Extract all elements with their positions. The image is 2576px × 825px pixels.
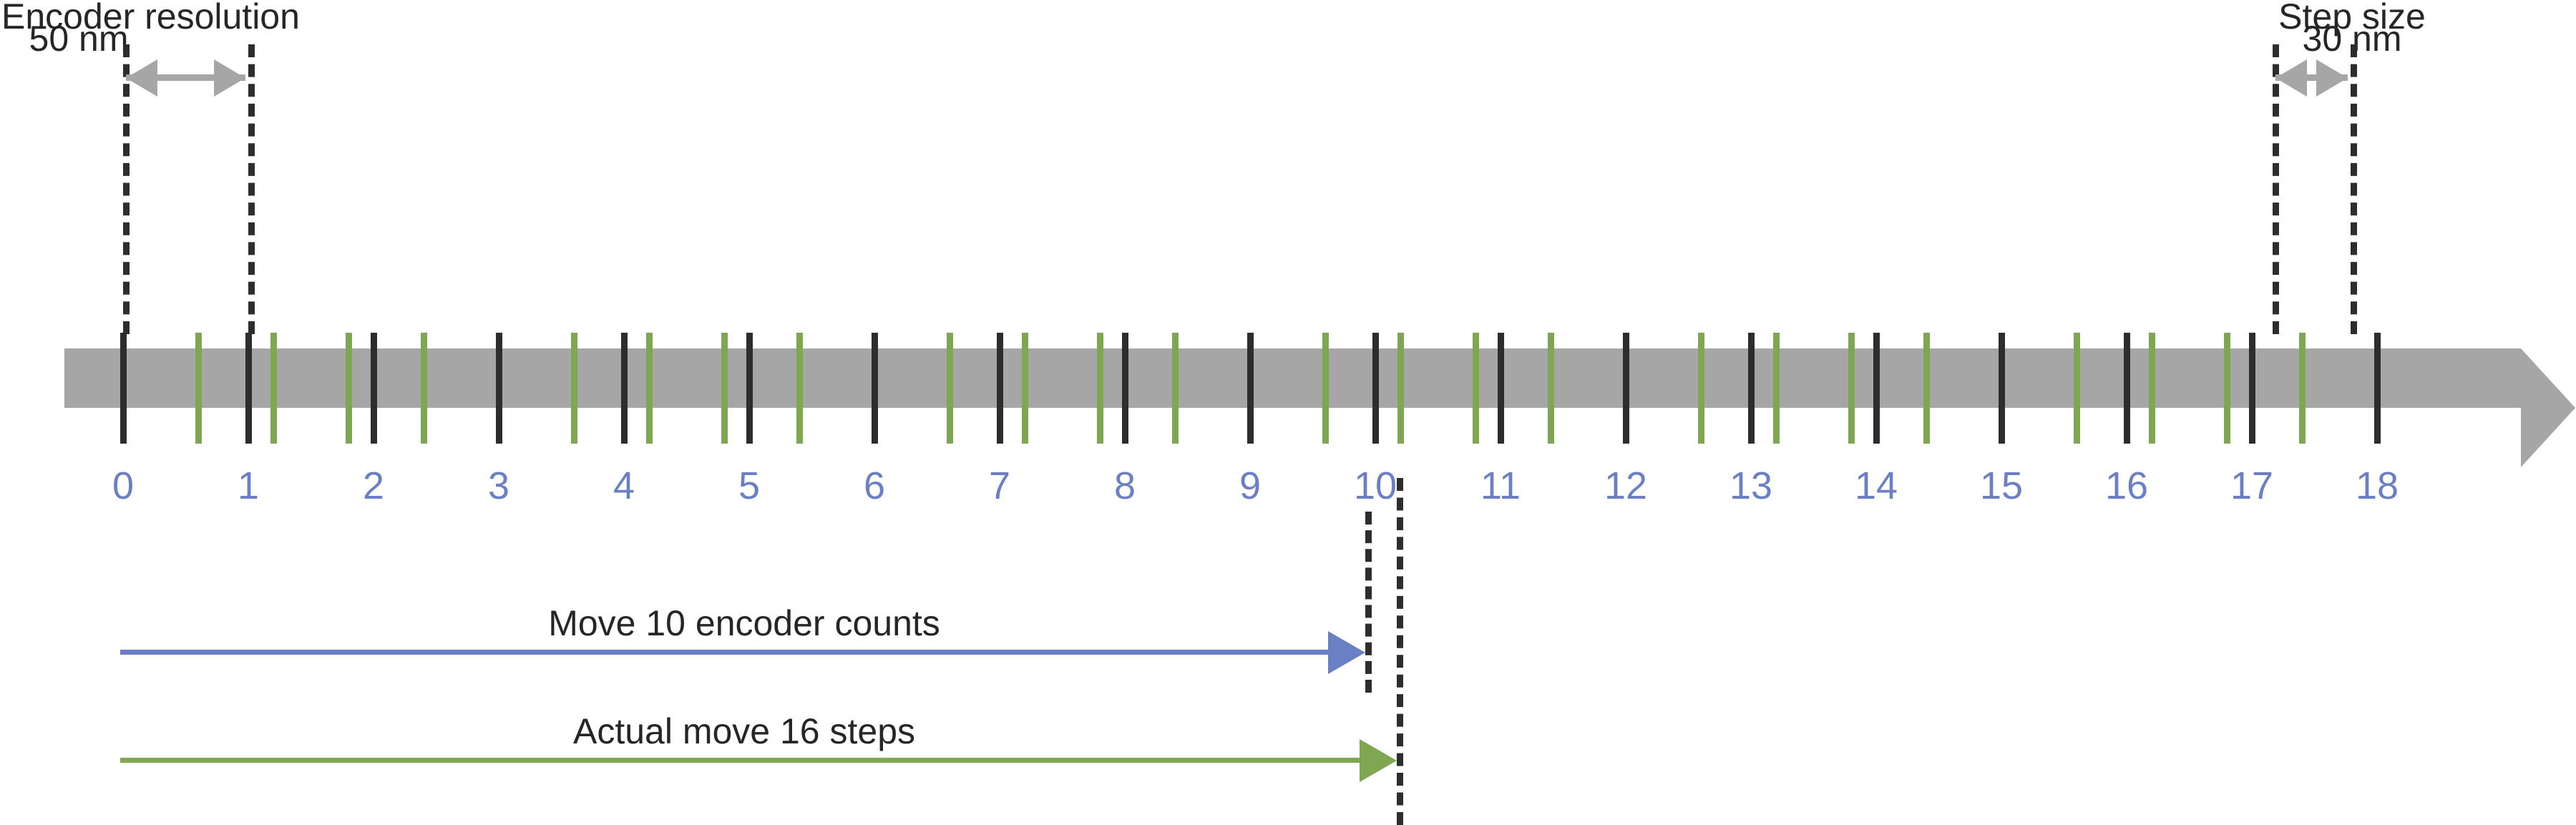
encoder-count-label: 4: [613, 464, 635, 507]
encoder-tick: [2124, 333, 2130, 444]
step-tick: [721, 333, 728, 444]
step-tick: [1698, 333, 1704, 444]
encoder-dash-left: [123, 44, 130, 334]
step-dimension-arrow-left: [2275, 59, 2307, 97]
step-tick: [421, 333, 427, 444]
encoder-tick: [1498, 333, 1504, 444]
step-tick: [1473, 333, 1479, 444]
step-move-line: [120, 758, 1360, 763]
step-dimension-arrow-right: [2316, 59, 2348, 97]
encoder-tick: [1623, 333, 1629, 444]
encoder-tick: [2249, 333, 2255, 444]
encoder-count-label: 18: [2355, 464, 2399, 507]
step-dash-left: [2273, 44, 2279, 334]
axis-bar: [64, 348, 2521, 408]
step-tick: [1322, 333, 1329, 444]
encoder-tick: [245, 333, 252, 444]
encoder-count-label: 12: [1604, 464, 1648, 507]
step-tick: [195, 333, 202, 444]
encoder-count-label: 17: [2230, 464, 2274, 507]
encoder-count-label: 11: [1480, 464, 1521, 507]
step-tick: [2224, 333, 2230, 444]
encoder-count-label: 14: [1854, 464, 1898, 507]
encoder-tick: [746, 333, 753, 444]
step-tick: [2074, 333, 2080, 444]
encoder-move-label: Move 10 encoder counts: [548, 603, 940, 643]
step-tick: [571, 333, 577, 444]
step-move-label: Actual move 16 steps: [572, 711, 916, 751]
step-tick: [1923, 333, 1930, 444]
encoder-tick: [1748, 333, 1755, 444]
step-tick: [346, 333, 352, 444]
step-dash-right: [2351, 44, 2357, 334]
encoder-tick: [120, 333, 127, 444]
actual-target-dash: [1397, 478, 1403, 825]
encoder-count-label: 1: [237, 464, 260, 507]
encoder-tick: [621, 333, 628, 444]
encoder-tick: [1247, 333, 1254, 444]
step-size-title: Step size: [2278, 0, 2426, 36]
encoder-count-label: 6: [863, 464, 886, 507]
step-tick: [1022, 333, 1028, 444]
step-tick: [2299, 333, 2306, 444]
step-dimension-line: [2275, 74, 2348, 81]
encoder-tick: [997, 333, 1003, 444]
encoder-tick: [1999, 333, 2005, 444]
step-tick: [646, 333, 653, 444]
step-tick: [1172, 333, 1179, 444]
encoder-count-label: 2: [362, 464, 385, 507]
step-tick: [947, 333, 953, 444]
encoder-dimension-arrow-left: [126, 59, 157, 97]
encoder-count-label: 10: [1353, 464, 1397, 507]
encoder-count-label: 7: [988, 464, 1011, 507]
step-tick: [1548, 333, 1554, 444]
encoder-count-label: 0: [112, 464, 135, 507]
encoder-tick: [2374, 333, 2381, 444]
encoder-tick: [1372, 333, 1379, 444]
step-tick: [1397, 333, 1404, 444]
step-tick: [1773, 333, 1780, 444]
step-tick: [2149, 333, 2155, 444]
encoder-move-arrowhead: [1328, 631, 1365, 674]
step-tick: [1097, 333, 1103, 444]
encoder-tick: [496, 333, 502, 444]
encoder-resolution-title: Encoder resolution: [1, 0, 300, 36]
encoder-count-label: 5: [738, 464, 761, 507]
encoder-tick: [1873, 333, 1880, 444]
encoder-resolution-value: 50 nm: [29, 19, 129, 59]
step-tick: [796, 333, 803, 444]
commanded-target-dash: [1365, 512, 1372, 693]
encoder-move-line: [120, 650, 1328, 655]
step-tick: [270, 333, 277, 444]
encoder-count-label: 9: [1239, 464, 1262, 507]
encoder-dash-right: [248, 44, 255, 334]
step-move-arrowhead: [1360, 739, 1397, 782]
encoder-tick: [371, 333, 377, 444]
encoder-count-label: 16: [2104, 464, 2149, 507]
encoder-dimension-line: [126, 74, 245, 81]
encoder-count-label: 13: [1729, 464, 1773, 507]
encoder-tick: [1122, 333, 1128, 444]
encoder-count-label: 3: [487, 464, 510, 507]
encoder-dimension-arrow-right: [214, 59, 245, 97]
encoder-count-label: 8: [1113, 464, 1136, 507]
encoder-count-label: 15: [1979, 464, 2024, 507]
step-tick: [1848, 333, 1855, 444]
axis-arrowhead: [2521, 348, 2575, 467]
encoder-tick: [872, 333, 878, 444]
